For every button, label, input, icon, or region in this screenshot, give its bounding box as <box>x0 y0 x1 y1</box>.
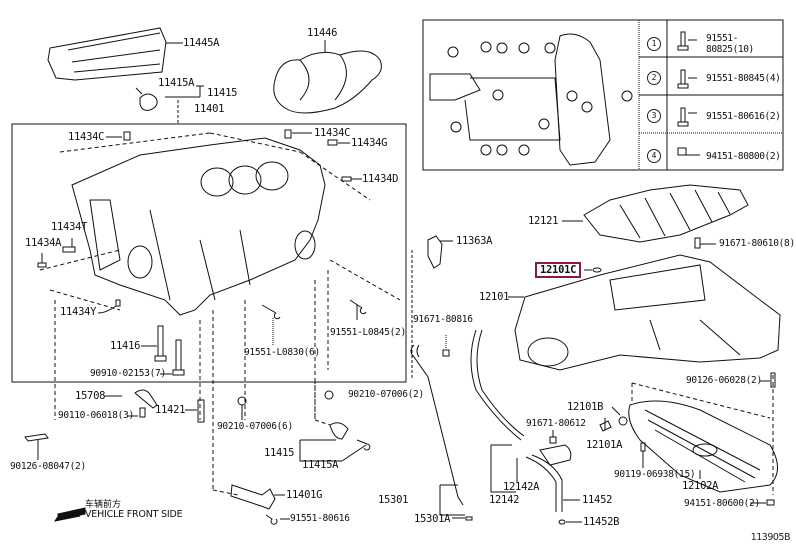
part-11401G <box>230 484 276 510</box>
legend-row: 2 91551-80845(4) <box>640 71 783 85</box>
legend-part-number[interactable]: 91551-80616(2) <box>706 110 781 122</box>
label-12142A[interactable]: 12142A <box>503 481 540 493</box>
label-11415-bottom[interactable]: 11415 <box>264 447 295 459</box>
label-11452[interactable]: 11452 <box>582 494 613 506</box>
label-11434D[interactable]: 11434D <box>362 173 399 185</box>
label-11415A-top[interactable]: 11415A <box>158 77 195 89</box>
part-15301-dipstick <box>410 344 464 506</box>
label-11434A[interactable]: 11434A <box>25 237 62 249</box>
part-baffle-inset <box>554 33 611 166</box>
part-12102A <box>628 400 778 493</box>
label-11401[interactable]: 11401 <box>194 103 225 115</box>
legend-key: 1 <box>640 37 668 51</box>
part-11445A <box>47 27 167 81</box>
label-12101B[interactable]: 12101B <box>567 401 604 413</box>
label-91671-80612[interactable]: 91671-80612 <box>526 418 586 429</box>
part-11446 <box>273 50 382 114</box>
label-11452B[interactable]: 11452B <box>583 516 620 528</box>
part-12121 <box>583 184 749 243</box>
legend-key: 2 <box>640 71 668 85</box>
illustration-code: 113905B <box>750 532 791 543</box>
label-12101A[interactable]: 12101A <box>586 439 623 451</box>
label-12101[interactable]: 12101 <box>479 291 510 303</box>
label-15301[interactable]: 15301 <box>378 494 409 506</box>
label-91671-80610[interactable]: 91671-80610(8) <box>719 238 795 249</box>
part-11363A <box>427 235 443 269</box>
label-11434C-left[interactable]: 11434C <box>68 131 105 143</box>
front-label-chinese: 车辆前方 <box>85 500 122 510</box>
bolt-legend: 1 91551-80825(10) 2 91551-80845(4) 3 915… <box>640 20 783 170</box>
label-90126-08047[interactable]: 90126-08047(2) <box>10 461 86 472</box>
label-11446[interactable]: 11446 <box>307 27 338 39</box>
label-15708[interactable]: 15708 <box>75 390 106 402</box>
label-91551-80616[interactable]: 91551-80616 <box>290 513 350 524</box>
dowel-11434C-left <box>123 131 131 141</box>
label-11434T[interactable]: 11434T <box>51 221 88 233</box>
label-11434G[interactable]: 11434G <box>351 137 388 149</box>
front-label-english: VEHICLE FRONT SIDE <box>85 509 183 520</box>
legend-part-number[interactable]: 94151-80800(2) <box>706 150 781 162</box>
legend-row: 1 91551-80825(10) <box>640 33 783 55</box>
legend-row: 4 94151-80800(2) <box>640 149 783 163</box>
legend-key: 3 <box>640 109 668 123</box>
label-11434Y[interactable]: 11434Y <box>60 306 97 318</box>
part-engine-block <box>71 137 326 316</box>
label-90210-07006-2[interactable]: 90210-07006(2) <box>348 389 424 400</box>
legend-part-number[interactable]: 91551-80845(4) <box>706 72 781 84</box>
label-11415-top[interactable]: 11415 <box>207 87 238 99</box>
label-91551-L0845[interactable]: 91551-L0845(2) <box>330 327 406 338</box>
label-11434C-right[interactable]: 11434C <box>314 127 351 139</box>
label-11445A[interactable]: 11445A <box>183 37 220 49</box>
label-11421[interactable]: 11421 <box>155 404 186 416</box>
label-11363A[interactable]: 11363A <box>456 235 493 247</box>
label-12121[interactable]: 12121 <box>528 215 559 227</box>
label-90210-07006-6[interactable]: 90210-07006(6) <box>217 421 293 432</box>
label-90910-02153[interactable]: 90910-02153(7) <box>90 368 166 379</box>
part-12101 <box>514 254 781 371</box>
label-12101C-highlighted[interactable]: 12101C <box>535 262 582 278</box>
label-12142[interactable]: 12142 <box>489 494 520 506</box>
part-12142-tube <box>470 329 522 441</box>
label-91671-80816[interactable]: 91671-80816 <box>413 314 473 325</box>
dowel-11434C-right <box>284 129 292 139</box>
label-90110-06018[interactable]: 90110-06018(3) <box>58 410 134 421</box>
engine-block-frame <box>11 123 407 383</box>
label-11416[interactable]: 11416 <box>110 340 141 352</box>
label-91551-L0830[interactable]: 91551-L0830(6) <box>244 347 320 358</box>
label-11401G[interactable]: 11401G <box>286 489 323 501</box>
label-90119-06938[interactable]: 90119-06938(15) <box>614 469 696 480</box>
label-90126-06028[interactable]: 90126-06028(2) <box>686 375 762 386</box>
legend-key: 4 <box>640 149 668 163</box>
label-94151-80600[interactable]: 94151-80600(2) <box>684 498 760 509</box>
label-12102A[interactable]: 12102A <box>682 480 719 492</box>
legend-row: 3 91551-80616(2) <box>640 109 783 123</box>
part-11452 <box>525 456 557 512</box>
label-15301A[interactable]: 15301A <box>414 513 451 525</box>
legend-part-number[interactable]: 91551-80825(10) <box>706 33 754 55</box>
label-11415A-bottom[interactable]: 11415A <box>302 459 339 471</box>
